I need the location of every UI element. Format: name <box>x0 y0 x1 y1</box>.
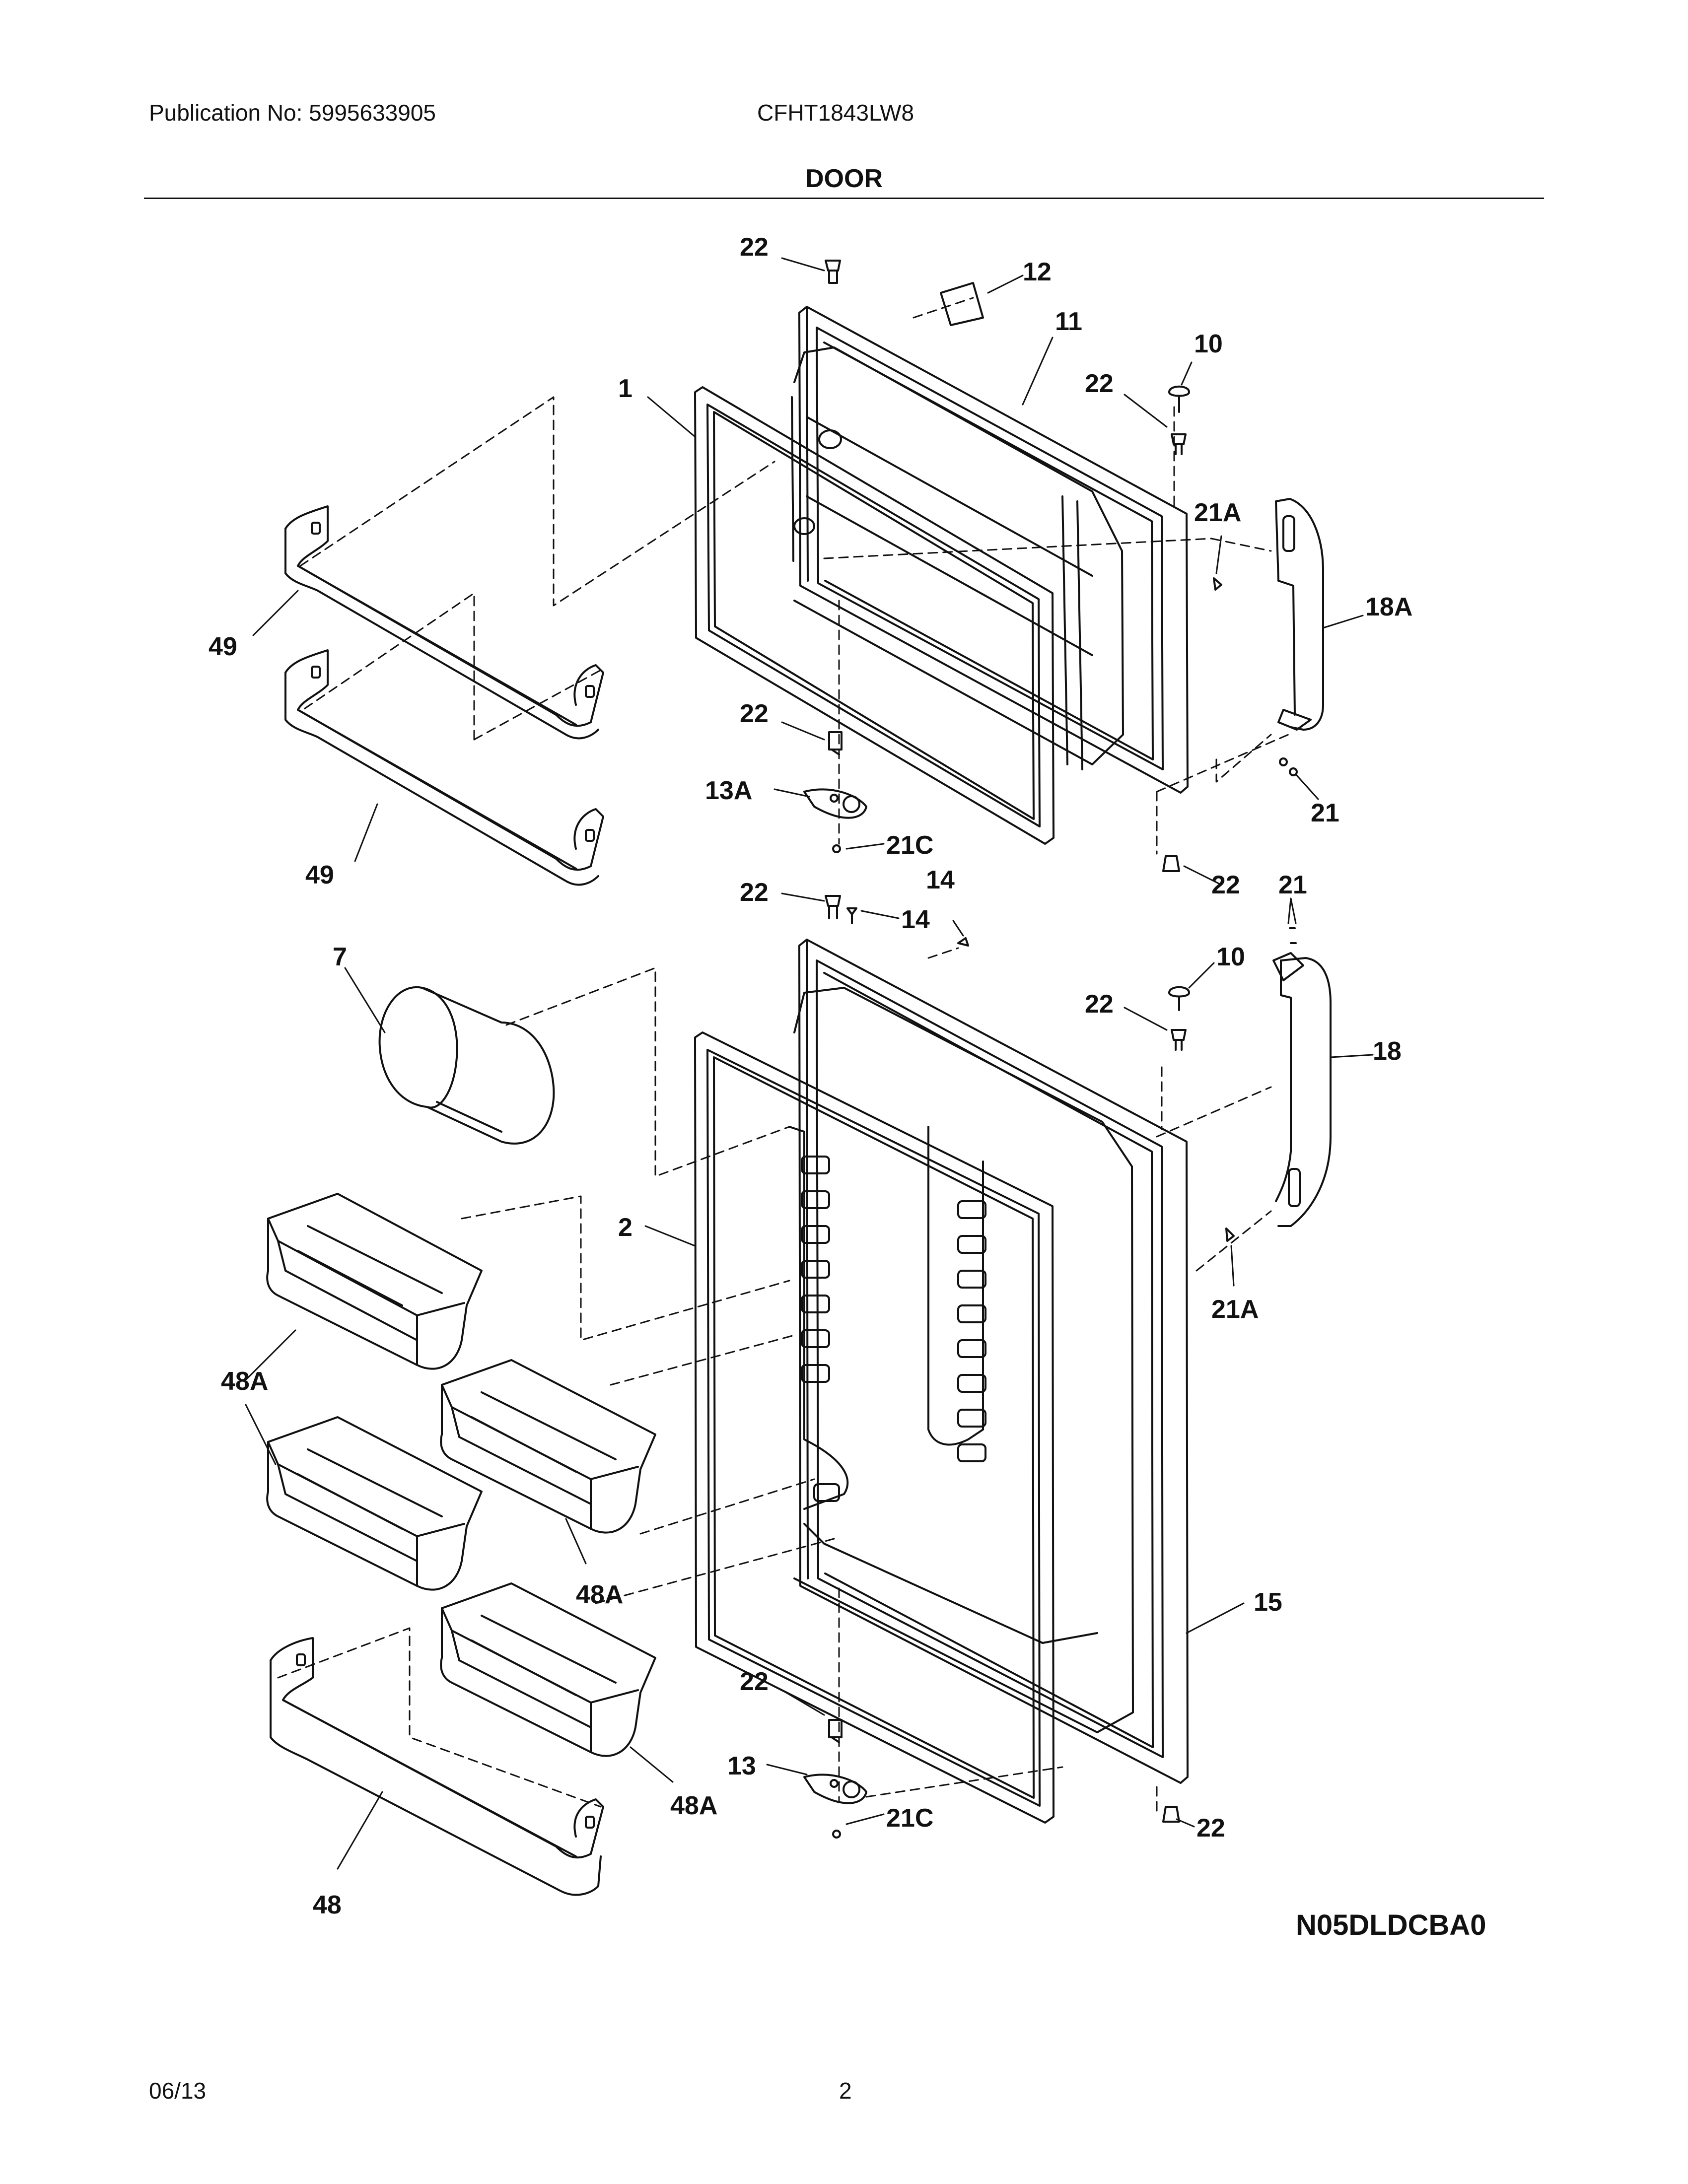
freezer-assembly-lines <box>299 297 1289 855</box>
callout-48a: 48A <box>670 1791 717 1820</box>
callout-7: 7 <box>333 943 347 971</box>
callout-10: 10 <box>1216 943 1245 971</box>
fresh-food-door-shelf-pegs <box>801 1156 986 1502</box>
door-bin-48 <box>270 1637 604 1896</box>
door-bin-48a-middle-right <box>440 1359 656 1534</box>
freezer-hardware <box>803 260 1298 872</box>
part-callouts: 22 12 11 10 22 1 21A 18A 49 22 13A 21C 4… <box>209 233 1412 1919</box>
freezer-handle-18a <box>1275 498 1324 731</box>
callout-12: 12 <box>1023 258 1052 286</box>
header-divider <box>144 198 1544 199</box>
freezer-door-bin-upper-49 <box>284 505 604 740</box>
callout-21: 21 <box>1311 799 1339 827</box>
callout-48a: 48A <box>221 1367 268 1396</box>
callout-10: 10 <box>1194 330 1223 358</box>
door-bin-48a-lower-left <box>266 1416 483 1591</box>
callout-49: 49 <box>305 861 334 889</box>
fresh-food-assembly-lines <box>277 947 1272 1813</box>
freezer-outer-door-11 <box>791 306 1189 794</box>
model-number: CFHT1843LW8 <box>757 100 914 126</box>
callout-1: 1 <box>618 374 633 403</box>
callout-22: 22 <box>1085 369 1114 398</box>
callout-21a: 21A <box>1194 498 1241 527</box>
door-bin-48a-bottom-right <box>440 1582 656 1757</box>
drawing-code: N05DLDCBA0 <box>1296 1909 1486 1941</box>
page-number: 2 <box>839 2078 852 2104</box>
callout-11: 11 <box>1055 307 1082 336</box>
callout-22: 22 <box>1085 990 1114 1019</box>
callout-13a: 13A <box>705 776 752 805</box>
footer-date: 06/13 <box>149 2078 207 2104</box>
callout-48a: 48A <box>576 1580 623 1609</box>
freezer-door-bin-lower-49 <box>284 649 604 886</box>
callout-22: 22 <box>1196 1814 1225 1843</box>
freezer-gasket-1 <box>694 386 1055 845</box>
callout-21c: 21C <box>886 831 933 860</box>
fresh-food-outer-door-15 <box>788 939 1189 1784</box>
callout-48: 48 <box>313 1891 342 1919</box>
callout-13: 13 <box>727 1752 756 1780</box>
callout-21c: 21C <box>886 1804 933 1833</box>
callout-18: 18 <box>1373 1037 1402 1066</box>
fresh-food-hardware <box>803 895 1297 1839</box>
callout-14: 14 <box>926 866 955 894</box>
callout-22: 22 <box>740 878 769 907</box>
callout-21a: 21A <box>1211 1295 1259 1324</box>
callout-21: 21 <box>1278 871 1307 899</box>
door-bin-48a-upper-left <box>266 1193 483 1370</box>
fresh-food-gasket-2 <box>694 1031 1055 1824</box>
callout-22: 22 <box>740 1667 769 1696</box>
callout-22: 22 <box>1211 871 1240 899</box>
callout-22: 22 <box>740 233 769 262</box>
callout-14: 14 <box>901 905 930 934</box>
callout-22: 22 <box>740 699 769 728</box>
callout-15: 15 <box>1254 1588 1282 1617</box>
publication-number: Publication No: 5995633905 <box>149 100 436 126</box>
ice-cream-cylinder-7 <box>378 986 555 1145</box>
callout-2: 2 <box>618 1213 633 1242</box>
fresh-food-handle-18 <box>1272 952 1332 1227</box>
callout-18a: 18A <box>1365 593 1412 621</box>
callout-leaders <box>245 257 1374 1870</box>
section-title: DOOR <box>805 164 883 193</box>
callout-49: 49 <box>209 632 237 661</box>
